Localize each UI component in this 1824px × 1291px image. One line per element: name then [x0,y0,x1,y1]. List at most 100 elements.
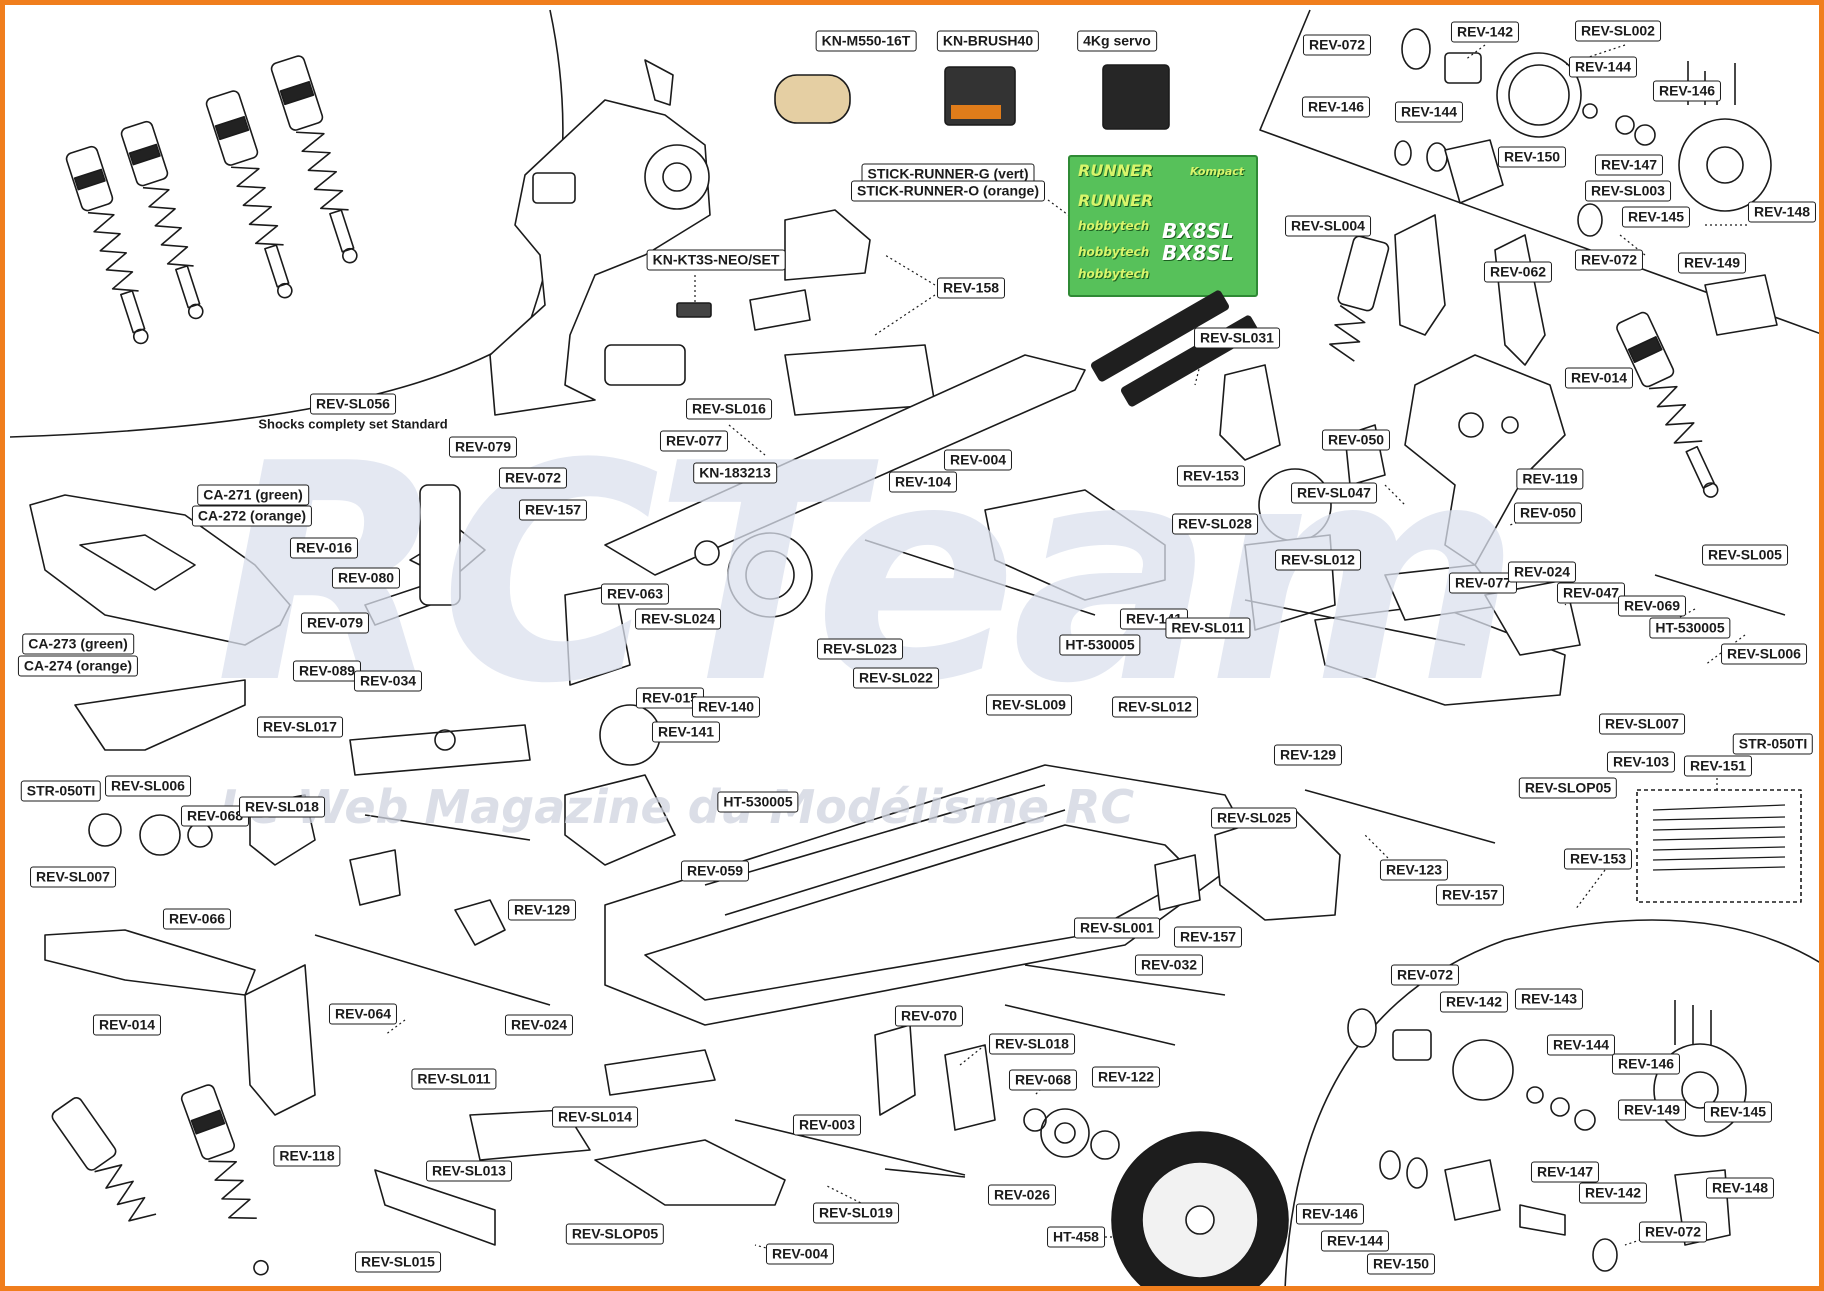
part-label: REV-SL011 [411,1068,497,1090]
part-label: REV-SL022 [853,667,939,689]
part-label: REV-146 [1301,96,1371,118]
part-label: REV-SL056 [310,393,396,415]
part-label: HT-530005 [717,791,799,813]
part-label: REV-SL009 [986,694,1072,716]
part-label: REV-104 [888,471,958,493]
part-label: REV-157 [1173,926,1243,948]
part-label: REV-034 [353,670,423,692]
part-label: REV-149 [1677,252,1747,274]
spur-gear [694,532,813,618]
part-label: REV-066 [162,908,232,930]
part-label: REV-014 [1564,367,1634,389]
part-label: REV-142 [1439,991,1509,1013]
part-label: REV-SL017 [257,716,343,738]
part-label: REV-004 [765,1243,835,1265]
part-label: REV-077 [659,430,729,452]
part-label: REV-SL031 [1194,327,1280,349]
part-label: REV-072 [1390,964,1460,986]
part-label: REV-032 [1134,954,1204,976]
front-lower-arms [44,929,786,1246]
part-label: KN-KT3S-NEO/SET [646,249,786,271]
right-shock [1616,311,1719,498]
part-label: REV-026 [987,1184,1057,1206]
part-label: REV-SL007 [30,866,116,888]
part-label: HT-530005 [1059,634,1141,656]
part-label: REV-050 [1321,429,1391,451]
radio-transmitter [489,59,712,416]
part-label: REV-SLOP05 [565,1223,665,1245]
part-label: REV-146 [1652,80,1722,102]
part-label: REV-079 [448,436,518,458]
part-label: CA-273 (green) [22,633,134,655]
part-label: REV-SL016 [686,398,772,420]
rear-wing [74,679,246,751]
part-label: REV-SL014 [552,1106,638,1128]
part-label: STR-050TI [1732,733,1814,755]
part-label: REV-118 [273,1145,341,1167]
part-label: REV-079 [300,612,370,634]
part-label: REV-157 [518,499,588,521]
part-label: REV-147 [1530,1161,1600,1183]
body-shell [29,494,291,646]
part-label: REV-103 [1606,751,1676,773]
part-label: KN-M550-16T [815,30,917,52]
part-label: REV-SL001 [1074,917,1160,939]
rear-diff-parts [1394,28,1778,336]
part-label: REV-151 [1683,755,1753,777]
decal-runner-2: RUNNER [1078,191,1154,210]
part-label: REV-063 [600,583,670,605]
part-label: CA-274 (orange) [17,655,139,677]
part-label: REV-072 [1574,249,1644,271]
part-label: REV-157 [1435,884,1505,906]
part-label: REV-SL011 [1165,617,1251,639]
rear-shock-left [1329,235,1390,362]
drive-shafts [314,539,1786,1176]
part-label: REV-140 [691,696,761,718]
part-label: REV-072 [498,467,568,489]
part-label: REV-150 [1497,146,1567,168]
watermark-tagline: Le Web Magazine du Modélisme RC [220,780,1135,834]
rear-cover [1154,809,1341,921]
front-diff-housing [349,484,676,866]
part-label: REV-SL047 [1291,482,1377,504]
part-label: REV-089 [292,660,362,682]
part-label: STR-050TI [20,780,102,802]
part-label: REV-069 [1617,595,1687,617]
part-label: REV-062 [1483,261,1553,283]
part-label: STICK-RUNNER-O (orange) [851,180,1045,202]
part-label: REV-153 [1563,848,1633,870]
part-label: REV-141 [651,721,721,743]
part-label: REV-153 [1176,465,1246,487]
part-label: REV-SL013 [426,1160,512,1182]
part-label: REV-016 [289,537,359,559]
part-label: REV-SL023 [817,638,903,660]
part-label: KN-183213 [693,462,777,484]
part-label: REV-129 [1273,744,1343,766]
main-chassis [604,764,1256,1026]
part-label: REV-059 [680,860,750,882]
part-label: REV-SL004 [1285,215,1371,237]
part-label: 4Kg servo [1077,30,1157,52]
line-art [9,9,1819,1286]
motor-esc-servo [774,64,1170,130]
part-label: REV-144 [1320,1230,1390,1252]
part-label: REV-148 [1747,201,1817,223]
part-label: REV-SL007 [1599,713,1685,735]
part-label: REV-SL015 [355,1251,441,1273]
shock-absorbers-set [65,55,358,345]
part-label: KN-BRUSH40 [936,30,1040,52]
part-label: REV-SL019 [813,1202,899,1224]
part-label: REV-SL003 [1585,180,1671,202]
part-label: REV-014 [92,1014,162,1036]
part-label: REV-064 [328,1003,398,1025]
part-label: REV-145 [1621,206,1691,228]
part-label: REV-050 [1513,502,1583,524]
part-label: REV-SL018 [239,796,325,818]
part-label: REV-070 [894,1005,964,1027]
part-label: REV-024 [1507,561,1577,583]
part-label: HT-530005 [1649,617,1731,639]
part-label: REV-148 [1705,1177,1775,1199]
part-label: REV-SL012 [1275,549,1361,571]
part-label: REV-072 [1638,1221,1708,1243]
part-label: REV-150 [1366,1253,1436,1275]
